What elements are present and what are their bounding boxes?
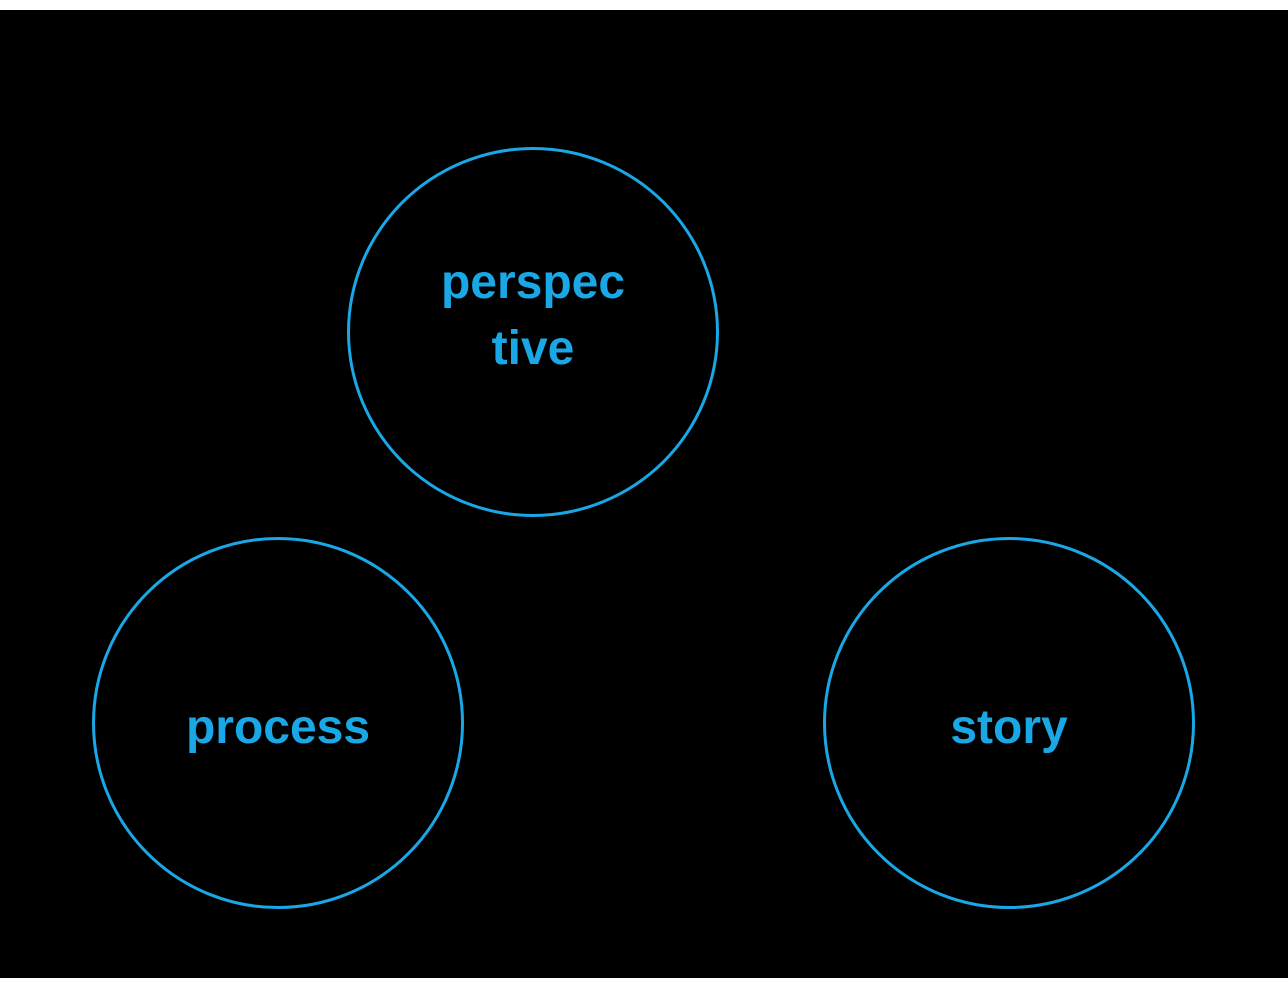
story-label: story (950, 701, 1068, 754)
process-circle: process (92, 537, 464, 909)
diagram-canvas: perspec tive process story (0, 10, 1288, 978)
story-circle: story (823, 537, 1195, 909)
perspective-label-line-1: perspec (440, 256, 626, 309)
process-label: process (185, 701, 371, 754)
perspective-label: perspec tive (441, 250, 625, 382)
perspective-circle: perspec tive (347, 147, 719, 517)
perspective-label-line-2: tive (491, 322, 575, 375)
